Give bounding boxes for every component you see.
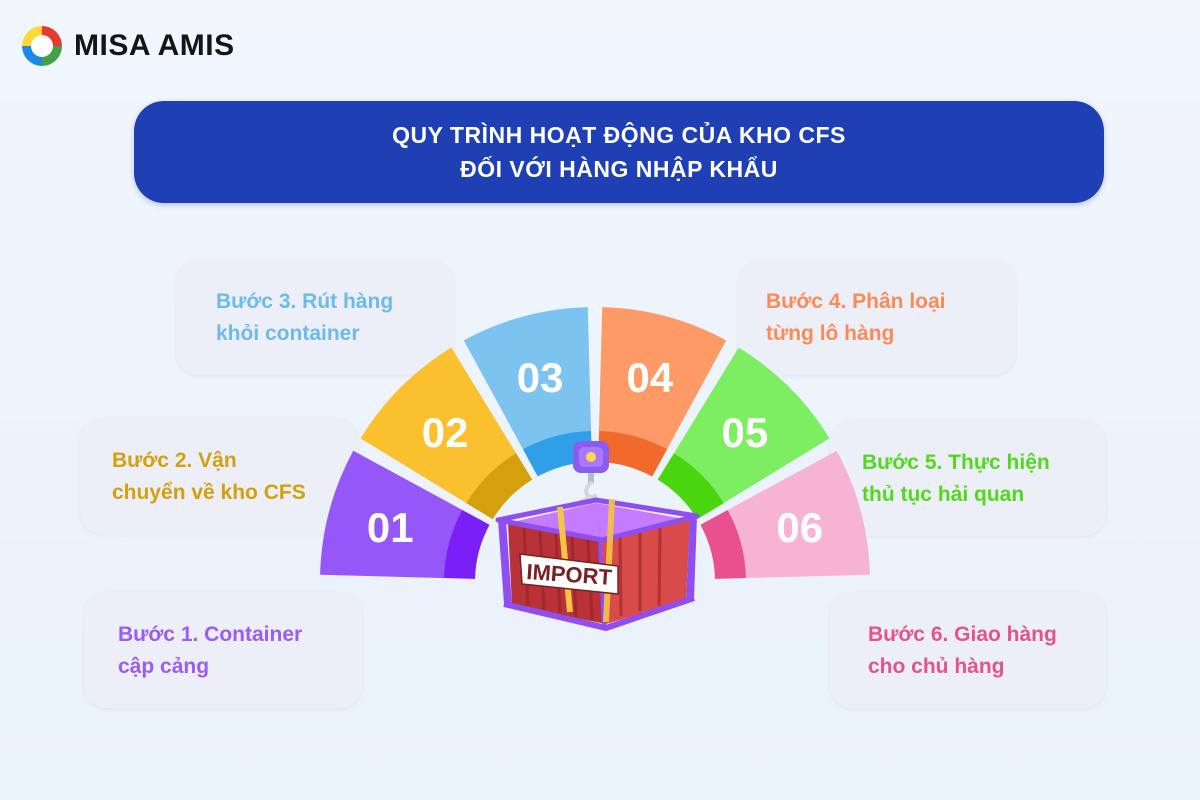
segment-outer-03	[463, 307, 592, 451]
step-card-5: Bước 5. Thực hiện thủ tục hải quan	[830, 420, 1106, 536]
brand-logo: MISA AMIS	[20, 24, 235, 68]
misa-logo-icon	[22, 26, 62, 66]
segment-outer-04	[598, 307, 727, 451]
ring-segment-03: 03	[463, 307, 592, 477]
title-line-1: QUY TRÌNH HOẠT ĐỘNG CỦA KHO CFS	[392, 122, 846, 148]
step-number-01: 01	[367, 504, 414, 551]
ring-segment-02: 02	[360, 347, 533, 520]
import-label: IMPORT	[526, 559, 614, 590]
step-3-title: Bước 3. Rút hàng	[216, 290, 394, 313]
step-number-06: 06	[776, 504, 823, 551]
ring-segment-04: 04	[598, 307, 727, 477]
step-6-title: Bước 6. Giao hàng	[868, 623, 1057, 646]
brand-name: MISA AMIS	[74, 29, 235, 62]
step-3-subtitle: khỏi container	[216, 322, 360, 345]
step-card-6: Bước 6. Giao hàng cho chủ hàng	[830, 592, 1106, 708]
ring-segments: 01 02 03 04 05 06	[320, 307, 870, 579]
step-number-04: 04	[627, 354, 674, 401]
step-number-02: 02	[422, 409, 469, 456]
step-1-subtitle: cập cảng	[118, 655, 210, 678]
segment-inner-04	[598, 431, 668, 477]
segment-inner-01	[444, 509, 490, 579]
step-number-03: 03	[517, 354, 564, 401]
segment-inner-05	[657, 453, 724, 520]
step-number-05: 05	[722, 409, 769, 456]
title-banner: QUY TRÌNH HOẠT ĐỘNG CỦA KHO CFS ĐỐI VỚI …	[134, 101, 1104, 203]
segment-inner-06	[700, 509, 746, 579]
step-card-1: Bước 1. Container cập cảng	[84, 592, 362, 708]
import-container-icon: IMPORT	[495, 497, 700, 631]
ring-segment-01: 01	[320, 450, 490, 579]
step-2-title: Bước 2. Vận	[112, 449, 237, 472]
step-card-3: Bước 3. Rút hàng khỏi container	[176, 259, 454, 375]
step-6-subtitle: cho chủ hàng	[868, 655, 1005, 678]
ring-segment-05: 05	[657, 347, 830, 520]
step-5-subtitle: thủ tục hải quan	[862, 483, 1025, 506]
title-line-2: ĐỐI VỚI HÀNG NHẬP KHẨU	[460, 156, 778, 182]
ring-segment-06: 06	[700, 450, 870, 579]
step-card-4: Bước 4. Phân loại từng lô hàng	[738, 259, 1016, 375]
step-5-title: Bước 5. Thực hiện	[862, 451, 1050, 474]
segment-outer-02	[360, 347, 517, 504]
segment-outer-05	[673, 347, 830, 504]
step-4-title: Bước 4. Phân loại	[766, 290, 946, 313]
segment-inner-02	[466, 453, 533, 520]
segment-outer-01	[320, 450, 464, 579]
segment-inner-03	[522, 431, 592, 477]
segment-outer-06	[726, 450, 870, 579]
step-1-title: Bước 1. Container	[118, 623, 303, 646]
step-4-subtitle: từng lô hàng	[766, 322, 895, 345]
step-card-2: Bước 2. Vận chuyển về kho CFS	[80, 418, 358, 534]
step-2-subtitle: chuyển về kho CFS	[112, 481, 306, 504]
